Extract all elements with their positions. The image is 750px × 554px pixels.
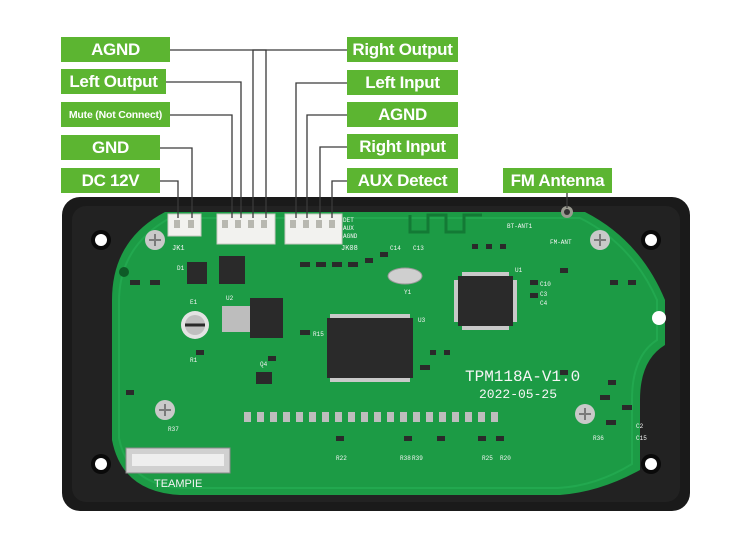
jk08-text: JK08 (341, 245, 358, 253)
leader-right-output (252, 49, 347, 218)
screw-top-right (590, 230, 610, 250)
aux-input-connector (284, 213, 343, 245)
agnd-text: AGND (343, 233, 358, 240)
silkscreen-text: TPM118A-V1.0 2022-05-25 TEAMPIE BT-ANT1 … (154, 217, 647, 490)
r1-text: R1 (190, 357, 198, 364)
model-text: TPM118A-V1.0 (465, 368, 580, 386)
y1-text: Y1 (404, 289, 412, 296)
leader-dc-12v (160, 180, 179, 218)
decoder-chip (327, 318, 413, 378)
leader-left-output (166, 81, 242, 218)
q4-text: Q4 (260, 361, 268, 368)
bt-antenna-trace (408, 213, 482, 234)
c14-text: C14 (390, 245, 401, 252)
bt-mcu-chip (458, 276, 513, 326)
leader-gnd (160, 147, 193, 218)
fm-antenna-pad (561, 206, 573, 218)
label-mute: Mute (Not Connect) (61, 102, 170, 127)
mount-hole-top-right (641, 230, 661, 250)
r20-text: R20 (500, 455, 511, 462)
c13-text: C13 (413, 245, 424, 252)
label-agnd-right: AGND (347, 102, 458, 127)
r36-text: R36 (593, 435, 604, 442)
r15-text: R15 (313, 331, 324, 338)
label-dc-12v: DC 12V (61, 168, 160, 193)
r37-text: R37 (168, 426, 179, 433)
label-right-output: Right Output (347, 37, 458, 62)
label-fm-antenna: FM Antenna (503, 168, 612, 193)
jk1-text: JK1 (172, 245, 185, 253)
crystal (387, 267, 423, 285)
smd-components (126, 244, 636, 441)
screw-bottom-right (575, 404, 595, 424)
electrolytic-capacitor (181, 311, 209, 339)
label-gnd: GND (61, 135, 160, 160)
diode (187, 262, 207, 284)
leader-right-input (319, 146, 347, 218)
regulator-tab (222, 306, 250, 332)
c15-text: C15 (636, 435, 647, 442)
r39-text: R39 (412, 455, 423, 462)
label-right-input: Right Input (347, 134, 458, 159)
leader-agnd-right (306, 114, 347, 218)
u2-text: U2 (226, 295, 234, 302)
logic-chip (219, 256, 245, 284)
u1-text: U1 (515, 267, 523, 274)
date-text: 2022-05-25 (479, 387, 557, 402)
c2-text: C2 (636, 423, 644, 430)
mount-hole-bottom-left (91, 454, 111, 474)
leader-left-input (295, 82, 347, 218)
chip-pins (330, 272, 517, 382)
screw-bottom-left (155, 400, 175, 420)
power-connector (167, 213, 202, 237)
pcb-hole-left (119, 267, 129, 277)
r22-text: R22 (336, 455, 347, 462)
aux-text: AUX (343, 225, 354, 232)
u3-text: U3 (418, 317, 426, 324)
c3-text: C3 (540, 291, 548, 298)
leader-agnd-left (170, 49, 267, 218)
screw-top-left (145, 230, 165, 250)
label-agnd-left: AGND (61, 37, 170, 62)
pcb-hole-right (652, 311, 666, 325)
c4-text: C4 (540, 300, 548, 307)
det-text: DET (343, 217, 354, 224)
display-header-pads (244, 412, 498, 422)
c10-text: C10 (540, 281, 551, 288)
pcb-inner-edge (118, 217, 658, 489)
label-aux-detect: AUX Detect (347, 168, 458, 193)
mount-hole-top-left (91, 230, 111, 250)
r38-text: R38 (400, 455, 411, 462)
bt-ant-text: BT-ANT1 (507, 223, 533, 230)
audio-output-connector (216, 213, 276, 245)
label-left-output: Left Output (61, 69, 166, 94)
brand-text: TEAMPIE (154, 478, 202, 490)
d1-text: D1 (177, 265, 185, 272)
regulator-chip (250, 298, 283, 338)
leader-mute (170, 114, 233, 218)
fm-ant-text: FM-ANT (550, 239, 572, 246)
r25-text: R25 (482, 455, 493, 462)
mount-hole-bottom-right (641, 454, 661, 474)
leader-aux-detect (331, 180, 347, 218)
label-left-input: Left Input (347, 70, 458, 95)
e1-text: E1 (190, 299, 198, 306)
usb-port (125, 447, 231, 474)
